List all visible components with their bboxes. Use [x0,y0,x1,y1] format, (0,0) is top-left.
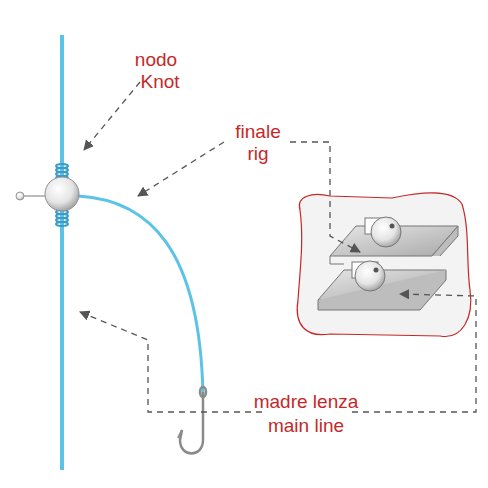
inset-outline [297,193,471,337]
italian-label: madre lenza [254,392,359,413]
inset-bead [355,261,385,291]
leader-lines [80,82,476,412]
italian-label: finale [235,122,280,143]
inset-bead [371,217,401,247]
hook [178,387,206,454]
swivel-bead [45,177,79,211]
stopper-bead [16,192,24,200]
bead-plates [318,218,458,310]
italian-label: nodo [135,50,177,71]
main-line [60,35,64,470]
english-label: main line [268,416,344,437]
english-label: Knot [140,72,179,93]
rig-line [78,196,203,395]
stopper-pin [22,195,46,197]
english-label: rig [247,144,268,165]
